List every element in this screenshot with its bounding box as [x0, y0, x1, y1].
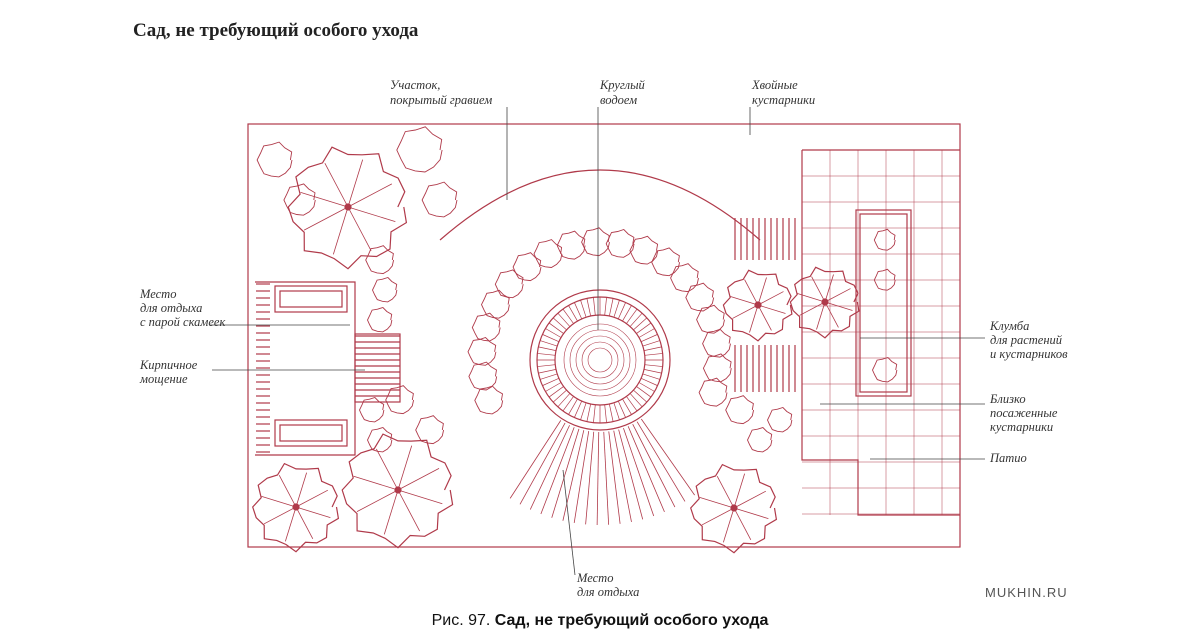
plan-drawing [247, 123, 961, 554]
svg-text:кустарники: кустарники [990, 420, 1053, 434]
svg-text:и кустарников: и кустарников [990, 347, 1068, 361]
label-conifers: Хвойные кустарники [751, 78, 815, 107]
gravel-edge [439, 169, 761, 241]
label-rest: Место для отдыха [576, 571, 639, 599]
bench-bottom [274, 419, 348, 447]
svg-text:для отдыха: для отдыха [577, 585, 639, 599]
svg-text:Кирпичное: Кирпичное [139, 358, 198, 372]
svg-text:посаженные: посаженные [990, 406, 1058, 420]
svg-text:Патио: Патио [989, 451, 1027, 465]
label-gravel: Участок, покрытый гравием [390, 78, 492, 107]
bench-top [274, 285, 348, 313]
svg-text:Место: Место [139, 287, 176, 301]
flowerbed [855, 209, 912, 397]
svg-text:с парой скамеек: с парой скамеек [140, 315, 225, 329]
round-pond [529, 289, 671, 431]
patio [801, 149, 960, 516]
rest-area-fan [509, 418, 695, 525]
svg-text:для отдыха: для отдыха [140, 301, 202, 315]
svg-text:Хвойные: Хвойные [751, 78, 798, 92]
garden-boundary [247, 123, 961, 548]
label-bench: Место для отдыха с парой скамеек [139, 287, 225, 329]
svg-text:Клумба: Клумба [989, 319, 1029, 333]
svg-text:Участок,: Участок, [390, 78, 440, 92]
svg-text:покрытый гравием: покрытый гравием [390, 93, 492, 107]
svg-text:кустарники: кустарники [752, 93, 815, 107]
label-patio: Патио [989, 451, 1027, 465]
label-pond: Круглый водоем [599, 78, 646, 107]
label-flowerbed: Клумба для растений и кустарников [989, 319, 1068, 361]
brick-paving [256, 218, 796, 453]
label-brick: Кирпичное мощение [139, 358, 198, 386]
svg-text:для растений: для растений [990, 333, 1063, 347]
svg-text:Круглый: Круглый [599, 78, 646, 92]
caption-text: Сад, не требующий особого ухода [494, 612, 769, 629]
svg-text:Близко: Близко [989, 392, 1026, 406]
trees [252, 146, 860, 554]
figure-caption: Рис. 97. Сад, не требующий особого ухода [0, 612, 1200, 630]
leader-lines [210, 107, 985, 576]
label-shrubs: Близко посаженные кустарники [989, 392, 1058, 434]
svg-text:мощение: мощение [139, 372, 188, 386]
watermark: MUKHIN.RU [985, 585, 1068, 600]
page-title: Сад, не требующий особого ухода [133, 20, 419, 41]
svg-text:Место: Место [576, 571, 613, 585]
garden-plan: Участок, покрытый гравием Круглый водоем… [139, 78, 1068, 599]
caption-prefix: Рис. 97. [431, 612, 491, 629]
svg-text:водоем: водоем [600, 93, 637, 107]
shrubs [256, 126, 898, 453]
